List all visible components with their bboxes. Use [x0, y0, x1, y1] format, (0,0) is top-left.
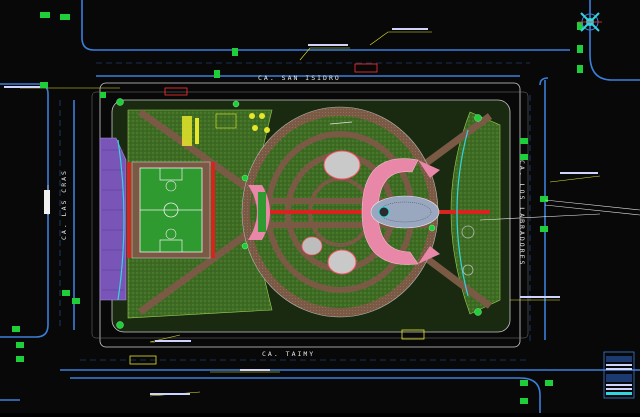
west-ramp — [99, 137, 127, 301]
car-icon — [129, 355, 157, 365]
east-trees — [461, 225, 475, 276]
cars — [129, 63, 425, 365]
tree-symbol-icon — [116, 98, 124, 106]
section-markers — [12, 12, 583, 404]
car-icon — [401, 329, 425, 340]
tree-symbol-icon — [116, 321, 124, 329]
tree-symbol-icon — [474, 114, 482, 122]
tree-symbol-icon — [428, 224, 436, 232]
street-label-west: CA. LAS CRAS — [60, 169, 68, 240]
car-icon — [354, 63, 378, 73]
playground — [182, 113, 353, 146]
car-icon — [164, 87, 188, 96]
street-label-east: CA. LOS LABRADORES — [518, 160, 526, 266]
west-marker — [44, 190, 50, 214]
tree-symbol-icon — [474, 308, 482, 316]
street-label-north: CA. SAN ISIDRO — [258, 74, 341, 82]
leader-text-bars — [4, 28, 598, 395]
central-plaza — [241, 106, 490, 318]
street-label-south: CA. TAIMY — [262, 350, 315, 358]
street-centerlines — [59, 62, 531, 361]
tree-symbol-icon — [241, 242, 249, 250]
west-connector — [248, 185, 270, 240]
tree-symbol-icon — [232, 100, 240, 108]
title-block — [603, 351, 635, 399]
sports-court — [127, 161, 215, 259]
tree-symbols — [116, 98, 482, 329]
north-arrow-icon — [578, 12, 602, 32]
east-bench-line — [456, 129, 469, 297]
tree-symbol-icon — [241, 174, 249, 182]
